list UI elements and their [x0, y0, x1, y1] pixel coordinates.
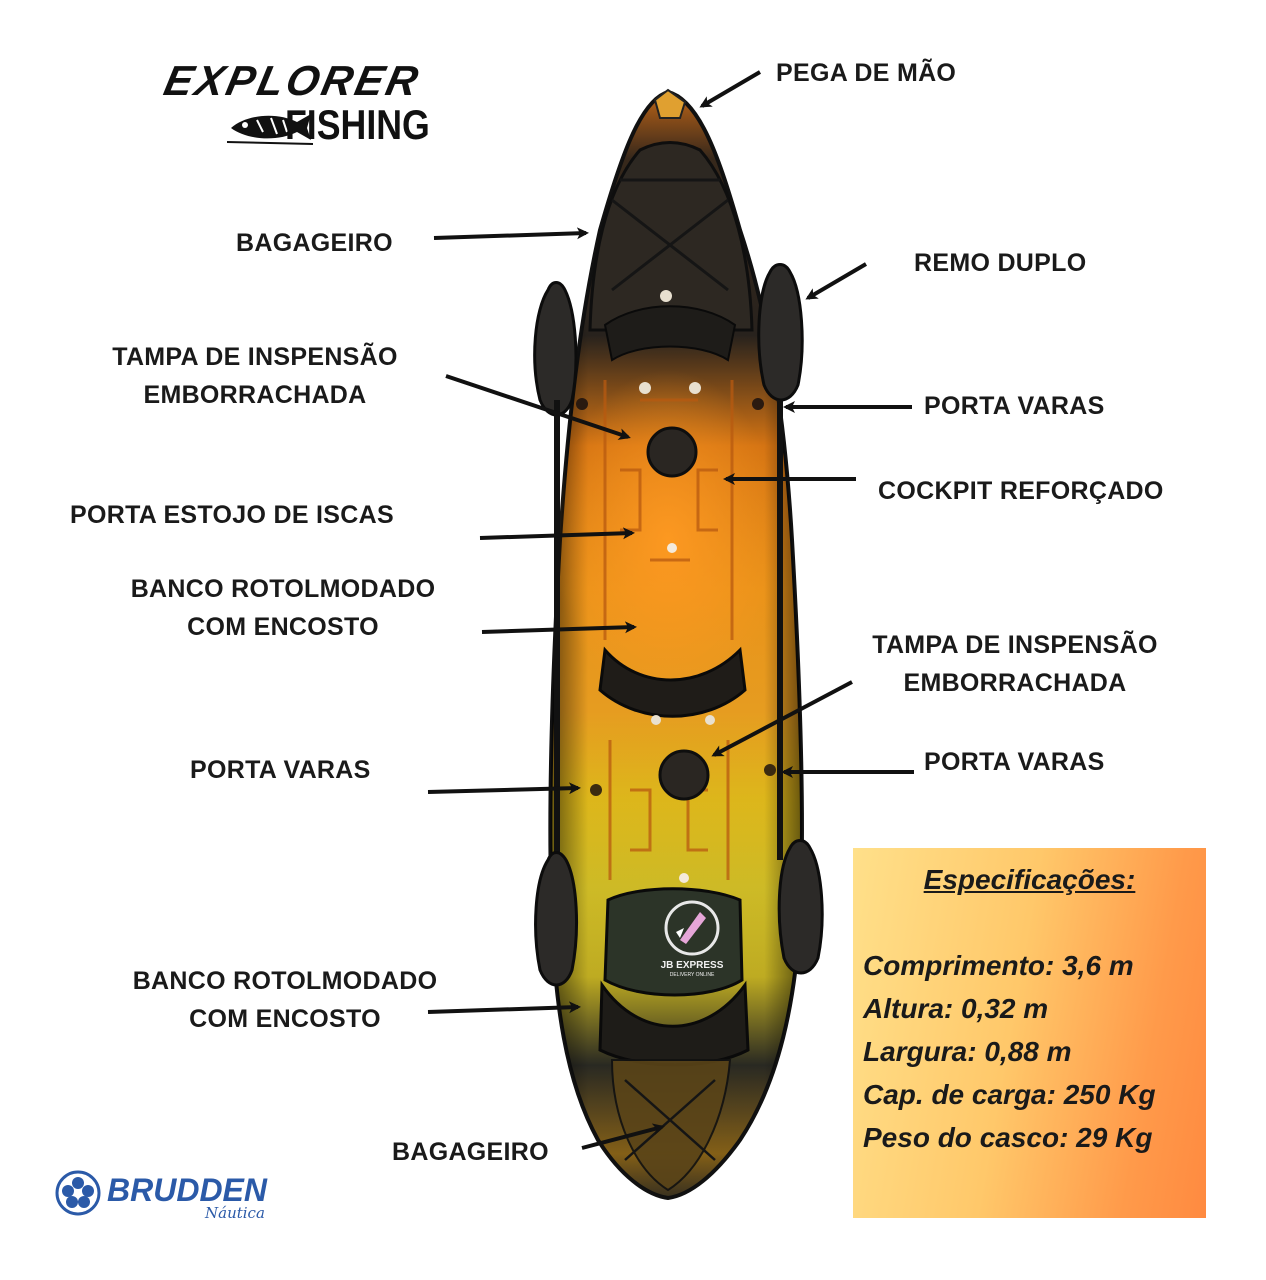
- label-banco-2: BANCO ROTOLMODADO COM ENCOSTO: [110, 962, 460, 1038]
- front-seat-back: [603, 305, 737, 362]
- rod-holder-front-left: [576, 398, 588, 410]
- rod-holder-rear-right: [764, 764, 776, 776]
- label-porta-varas-right-2: PORTA VARAS: [924, 748, 1105, 776]
- inspection-hatch-rear: [658, 749, 710, 801]
- label-banco-2-line2: COM ENCOSTO: [189, 1005, 381, 1033]
- arrow-porta-estojo: [479, 527, 635, 540]
- fish-icon: [227, 114, 313, 145]
- arrow-tampa-1: [445, 374, 631, 440]
- rod-holder-rear-left: [590, 784, 602, 796]
- spec-comprimento: Comprimento: 3,6 m: [863, 950, 1134, 981]
- specifications-box: Especificações: Comprimento: 3,6 m Altur…: [853, 848, 1206, 1218]
- double-paddle-right: [757, 263, 824, 975]
- label-banco-1: BANCO ROTOLMODADO COM ENCOSTO: [108, 570, 458, 646]
- label-pega-de-mao: PEGA DE MÃO: [776, 59, 957, 87]
- front-storage-area: [588, 141, 754, 332]
- label-tampa-2-line2: EMBORRACHADA: [903, 669, 1127, 697]
- label-cockpit-reforcado: COCKPIT REFORÇADO: [878, 477, 1164, 505]
- arrow-pega-de-mao: [699, 70, 762, 108]
- front-bungee-cords: [611, 178, 729, 292]
- label-banco-1-line2: COM ENCOSTO: [187, 613, 379, 641]
- arrow-banco-2: [427, 1001, 581, 1014]
- arrow-bagageiro-bottom: [581, 1123, 665, 1150]
- brudden-nautica-logo: BRUDDEN Náutica: [55, 1170, 275, 1230]
- label-banco-2-line1: BANCO ROTOLMODADO: [132, 967, 438, 995]
- label-banco-1-line1: BANCO ROTOLMODADO: [130, 575, 436, 603]
- label-remo-duplo: REMO DUPLO: [914, 249, 1087, 277]
- arrow-banco-1: [481, 621, 637, 634]
- rod-holder-front-right: [752, 398, 764, 410]
- label-bagageiro-bottom: BAGAGEIRO: [392, 1138, 549, 1166]
- nautica-wordmark: Náutica: [205, 1204, 265, 1222]
- label-tampa-inspencao-2: TAMPA DE INSPENSÃO EMBORRACHADA: [848, 626, 1182, 702]
- label-tampa-1-line2: EMBORRACHADA: [143, 381, 367, 409]
- rear-seat: [603, 887, 744, 997]
- bow-handle: [653, 88, 687, 119]
- rear-bungee-cords: [624, 1079, 716, 1161]
- label-bagageiro-top: BAGAGEIRO: [236, 229, 393, 257]
- label-tampa-inspencao-1: TAMPA DE INSPENSÃO EMBORRACHADA: [90, 338, 420, 414]
- specs-title: Especificações:: [923, 864, 1136, 895]
- callout-arrows: [427, 70, 914, 1150]
- label-tampa-2-line1: TAMPA DE INSPENSÃO: [872, 631, 1158, 659]
- label-porta-varas-right-1: PORTA VARAS: [924, 392, 1105, 420]
- seat-badge-title: JB EXPRESS: [660, 960, 724, 971]
- spec-largura: Largura: 0,88 m: [863, 1036, 1072, 1067]
- seat-badge-subtitle: DELIVERY ONLINE: [669, 972, 715, 978]
- label-tampa-1-line1: TAMPA DE INSPENSÃO: [112, 343, 398, 371]
- spec-peso: Peso do casco: 29 Kg: [863, 1122, 1153, 1153]
- arrow-porta-varas-left: [427, 782, 581, 795]
- fishing-wordmark: FISHING: [285, 101, 430, 148]
- spec-capacidade: Cap. de carga: 250 Kg: [863, 1079, 1156, 1110]
- jb-express-badge: [664, 900, 720, 956]
- label-porta-varas-left: PORTA VARAS: [190, 756, 371, 784]
- arrow-remo-duplo: [805, 262, 868, 300]
- label-porta-estojo: PORTA ESTOJO DE ISCAS: [70, 501, 394, 529]
- explorer-fishing-logo: EXPLORER FISHING: [160, 57, 485, 158]
- inspection-hatch-front: [646, 426, 698, 478]
- brudden-wordmark: BRUDDEN: [107, 1172, 267, 1208]
- arrow-tampa-2: [711, 680, 853, 757]
- explorer-wordmark: EXPLORER: [160, 57, 426, 104]
- brudden-flower-icon: [55, 1170, 101, 1216]
- spec-altura: Altura: 0,32 m: [863, 993, 1049, 1024]
- arrow-bagageiro-top: [433, 227, 589, 240]
- middle-seat-back: [598, 646, 747, 718]
